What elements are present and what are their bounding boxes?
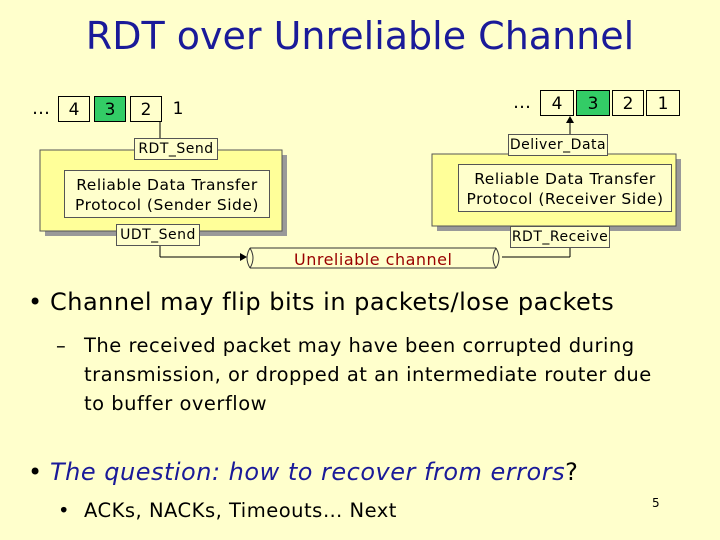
channel-right-cap bbox=[492, 247, 497, 269]
receiver-packet-3: 3 bbox=[576, 90, 610, 116]
page-number: 5 bbox=[652, 496, 660, 510]
sub-bullet-1-line3: to buffer overflow bbox=[84, 392, 268, 415]
sub-bullet-dash: – bbox=[56, 334, 67, 357]
bullet-dot-1: • bbox=[28, 288, 43, 316]
sender-packet-4: 4 bbox=[58, 96, 90, 122]
receiver-packet-2: 2 bbox=[612, 90, 644, 116]
receiver-output-arrowhead bbox=[566, 116, 574, 123]
bullet-2-question-mark: ? bbox=[565, 458, 579, 486]
sub-bullet-dot-2: • bbox=[58, 499, 71, 522]
bullet-dot-2: • bbox=[28, 458, 43, 486]
receiver-packet-1: 1 bbox=[646, 90, 680, 116]
slide-title: RDT over Unreliable Channel bbox=[85, 14, 635, 58]
bullet-2-question: The question: how to recover from errors bbox=[50, 458, 566, 486]
sub-bullet-2-text: ACKs, NACKs, Timeouts… Next bbox=[84, 499, 397, 522]
sender-output-arrowhead bbox=[240, 253, 247, 261]
channel-label: Unreliable channel bbox=[294, 250, 453, 269]
sub-bullet-1-line1: The received packet may have been corrup… bbox=[84, 334, 635, 357]
deliver-data-label: Deliver_Data bbox=[508, 134, 608, 156]
receiver-protocol-line2: Protocol (Receiver Side) bbox=[466, 190, 664, 208]
bullet-2-text: The question: how to recover from errors… bbox=[50, 458, 578, 486]
sender-protocol-box: Reliable Data Transfer Protocol (Sender … bbox=[64, 170, 270, 218]
receiver-protocol-box: Reliable Data Transfer Protocol (Receive… bbox=[458, 164, 672, 212]
diagram-svg bbox=[39, 116, 681, 269]
sender-protocol-line2: Protocol (Sender Side) bbox=[75, 196, 259, 214]
rdt-receive-label: RDT_Receive bbox=[510, 226, 610, 248]
bullet-1-text: Channel may flip bits in packets/lose pa… bbox=[50, 288, 615, 316]
receiver-protocol-line1: Reliable Data Transfer bbox=[474, 170, 656, 188]
sub-bullet-1-text: The received packet may have been corrup… bbox=[84, 331, 652, 418]
rdt-send-label: RDT_Send bbox=[134, 138, 218, 160]
sender-packet-2: 2 bbox=[130, 96, 162, 122]
receiver-ellipsis: … bbox=[513, 92, 531, 113]
sub-bullet-1-line2: transmission, or dropped at an intermedi… bbox=[84, 363, 652, 386]
channel-left-cap bbox=[246, 247, 251, 269]
sender-ellipsis: … bbox=[32, 98, 50, 119]
sender-packet-3: 3 bbox=[94, 96, 126, 122]
sender-packet-1: 1 bbox=[162, 96, 194, 122]
sender-protocol-line1: Reliable Data Transfer bbox=[76, 176, 258, 194]
receiver-packet-4: 4 bbox=[540, 90, 574, 116]
udt-send-label: UDT_Send bbox=[116, 224, 200, 246]
